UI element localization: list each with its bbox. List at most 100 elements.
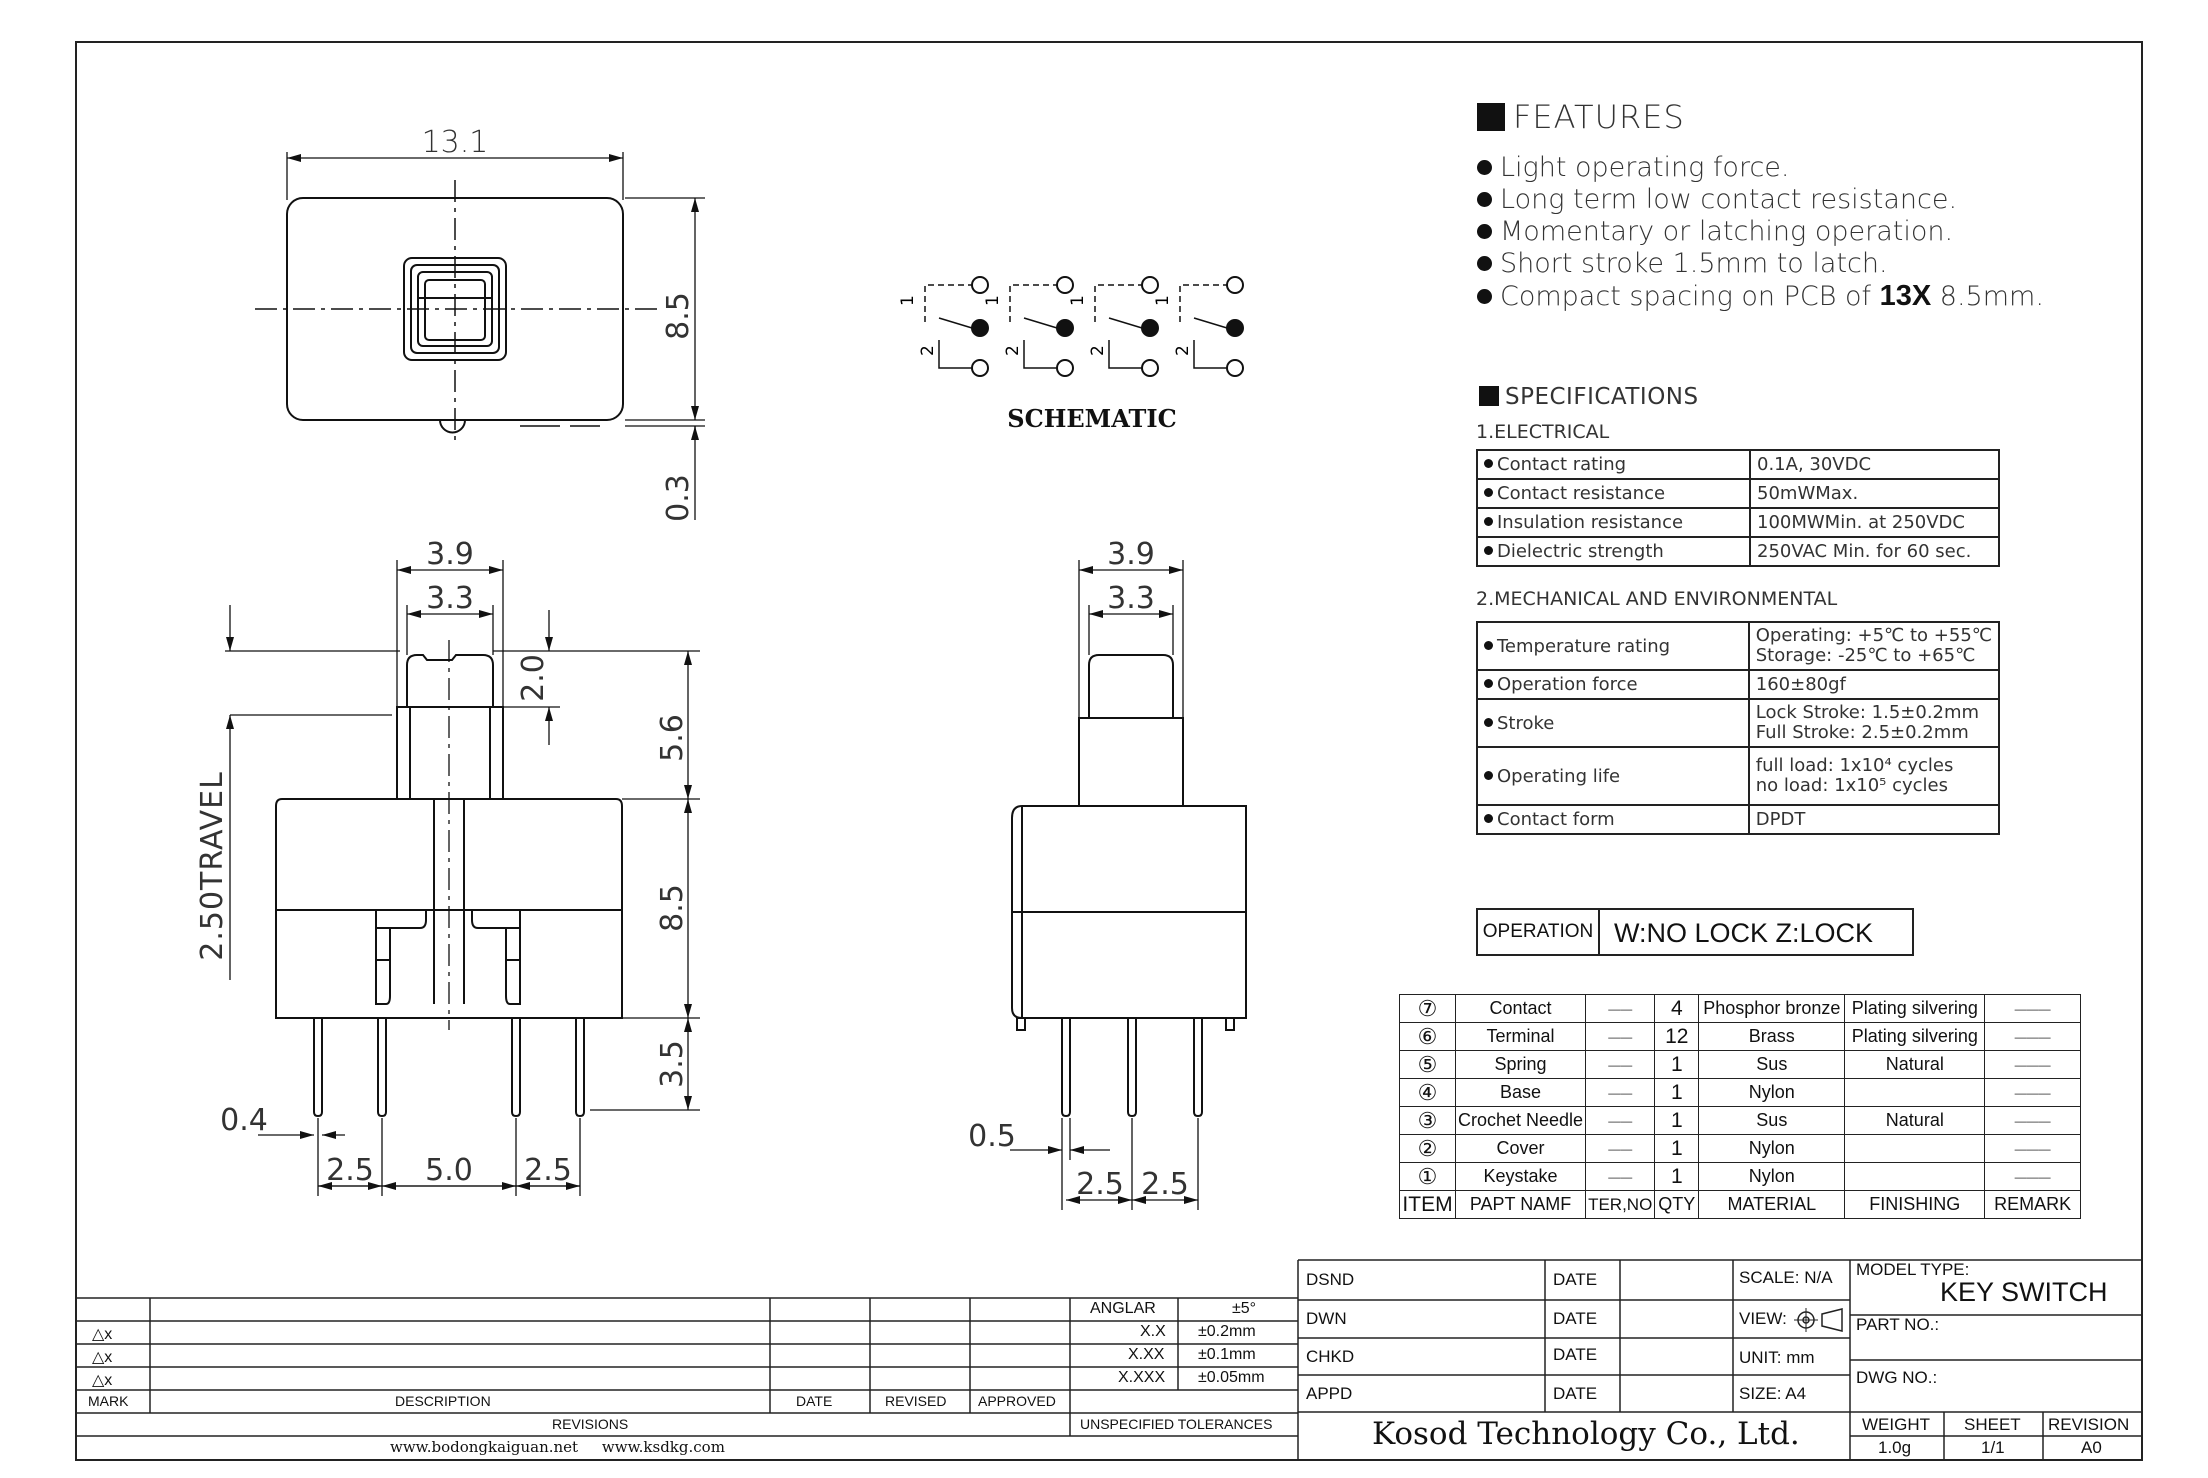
dim-side-pin-width: 0.5 [968, 1119, 1016, 1154]
bullet-icon [1484, 546, 1493, 555]
bullet-icon [1484, 488, 1493, 497]
bom-remark: ——— [1984, 1078, 2081, 1107]
bullet-icon [1484, 770, 1493, 780]
schematic-pin-label: 1 [983, 295, 1003, 306]
bom-ter-no: —— [1585, 1022, 1656, 1051]
bom-item-no: ① [1399, 1162, 1456, 1191]
operation-label: OPERATION [1478, 910, 1600, 954]
date-label: DATE [1553, 1309, 1598, 1328]
bom-ter-no: —— [1585, 1050, 1656, 1079]
bom-material: Nylon [1698, 1134, 1846, 1163]
bom-item-no: ⑥ [1399, 1022, 1456, 1051]
bom-header-qty: QTY [1654, 1190, 1700, 1219]
bom-header-part: PAPT NAMF [1454, 1190, 1587, 1219]
bullet-icon [1484, 717, 1493, 727]
bom-ter-no: —— [1585, 994, 1656, 1023]
bullet-icon [1477, 160, 1492, 175]
bom-material: Nylon [1698, 1078, 1846, 1107]
bom-qty: 12 [1654, 1022, 1700, 1051]
tolerances-label: UNSPECIFIED TOLERANCES [1080, 1416, 1273, 1432]
switch-symbol [924, 276, 989, 377]
spec-value-line: no load: 1x10⁵ cycles [1755, 775, 1948, 796]
bom-remark: ——— [1984, 994, 2081, 1023]
bom-header-remark: REMARK [1984, 1190, 2081, 1219]
bom-remark: ——— [1984, 1162, 2081, 1191]
bullet-icon [1477, 224, 1492, 239]
bom-part-name: Base [1454, 1078, 1587, 1107]
spec-value-line: full load: 1x10⁴ cycles [1755, 755, 1954, 776]
bom-material: Phosphor bronze [1698, 994, 1846, 1023]
bom-finishing [1844, 1078, 1986, 1107]
dim-pin-height: 3.5 [655, 1040, 690, 1088]
bullet-icon [1477, 192, 1492, 207]
bom-header-ter: TER,NO [1585, 1190, 1656, 1219]
date-label: DATE [1553, 1270, 1598, 1289]
dim-front-w2: 3.3 [426, 581, 474, 616]
bom-item-no: ④ [1399, 1078, 1456, 1107]
bom-ter-no: —— [1585, 1106, 1656, 1135]
electrical-title: 1.ELECTRICAL [1476, 421, 1610, 443]
revised-header: REVISED [885, 1393, 947, 1409]
sheet-value: 1/1 [1981, 1438, 2005, 1457]
operation-box: OPERATION W:NO LOCK Z:LOCK [1476, 908, 1914, 956]
bom-ter-no: —— [1585, 1162, 1656, 1191]
unit-label: UNIT: mm [1739, 1348, 1815, 1367]
top-view [255, 152, 705, 520]
bom-material: Nylon [1698, 1162, 1846, 1191]
bom-part-name: Cover [1454, 1134, 1587, 1163]
dim-body-height: 8.5 [655, 884, 690, 932]
description-header: DESCRIPTION [395, 1393, 491, 1409]
spec-value: 50mWMax. [1749, 478, 2000, 509]
bom-qty: 1 [1654, 1050, 1700, 1079]
feature-item: Momentary or latching operation. [1477, 216, 2044, 248]
approved-header: APPROVED [978, 1393, 1056, 1409]
tolerance-value: ±0.2mm [1198, 1323, 1256, 1340]
spec-value-line: 160±80gf [1755, 673, 1846, 695]
dim-side-w1: 3.9 [1107, 537, 1155, 572]
dim-stem-height: 5.6 [655, 714, 690, 762]
bom-item-no: ③ [1399, 1106, 1456, 1135]
dim-top-height: 8.5 [661, 292, 696, 340]
dwg-no-label: DWG NO.: [1856, 1368, 1938, 1387]
schematic-pin-label: 1 [898, 295, 918, 306]
delta-row: △x [92, 1372, 113, 1389]
mark-header: MARK [88, 1393, 129, 1409]
spec-name: Insulation resistance [1476, 507, 1751, 538]
dwn-label: DWN [1306, 1309, 1347, 1328]
appd-label: APPD [1306, 1384, 1353, 1403]
bom-item-no: ② [1399, 1134, 1456, 1163]
bom-finishing: Plating silvering [1844, 994, 1986, 1023]
dim-cap-height: 2.0 [516, 654, 551, 702]
bom-material: Sus [1698, 1050, 1846, 1079]
spec-name: Contact resistance [1476, 478, 1751, 509]
sheet-border [75, 41, 2143, 1461]
switch-symbol [1094, 276, 1159, 377]
spec-value: 250VAC Min. for 60 sec. [1749, 536, 2000, 567]
dim-pin-width: 0.4 [220, 1103, 268, 1138]
schematic-pin-label: 2 [1003, 345, 1023, 356]
dim-top-offset: 0.3 [661, 474, 696, 522]
dim-pitch-b: 5.0 [425, 1153, 473, 1188]
switch-symbol [1179, 276, 1244, 377]
spec-name: Dielectric strength [1476, 536, 1751, 567]
bom-header-item: ITEM [1399, 1190, 1456, 1219]
tolerance-key: ANGLAR [1090, 1300, 1156, 1317]
bom-remark: ——— [1984, 1134, 2081, 1163]
spec-value-line: Full Stroke: 2.5±0.2mm [1755, 722, 1969, 743]
view-label: VIEW: [1739, 1309, 1787, 1328]
size-label: SIZE: A4 [1739, 1384, 1807, 1403]
schematic-pin-label: 2 [918, 345, 938, 356]
operation-value: W:NO LOCK Z:LOCK [1614, 918, 1874, 948]
